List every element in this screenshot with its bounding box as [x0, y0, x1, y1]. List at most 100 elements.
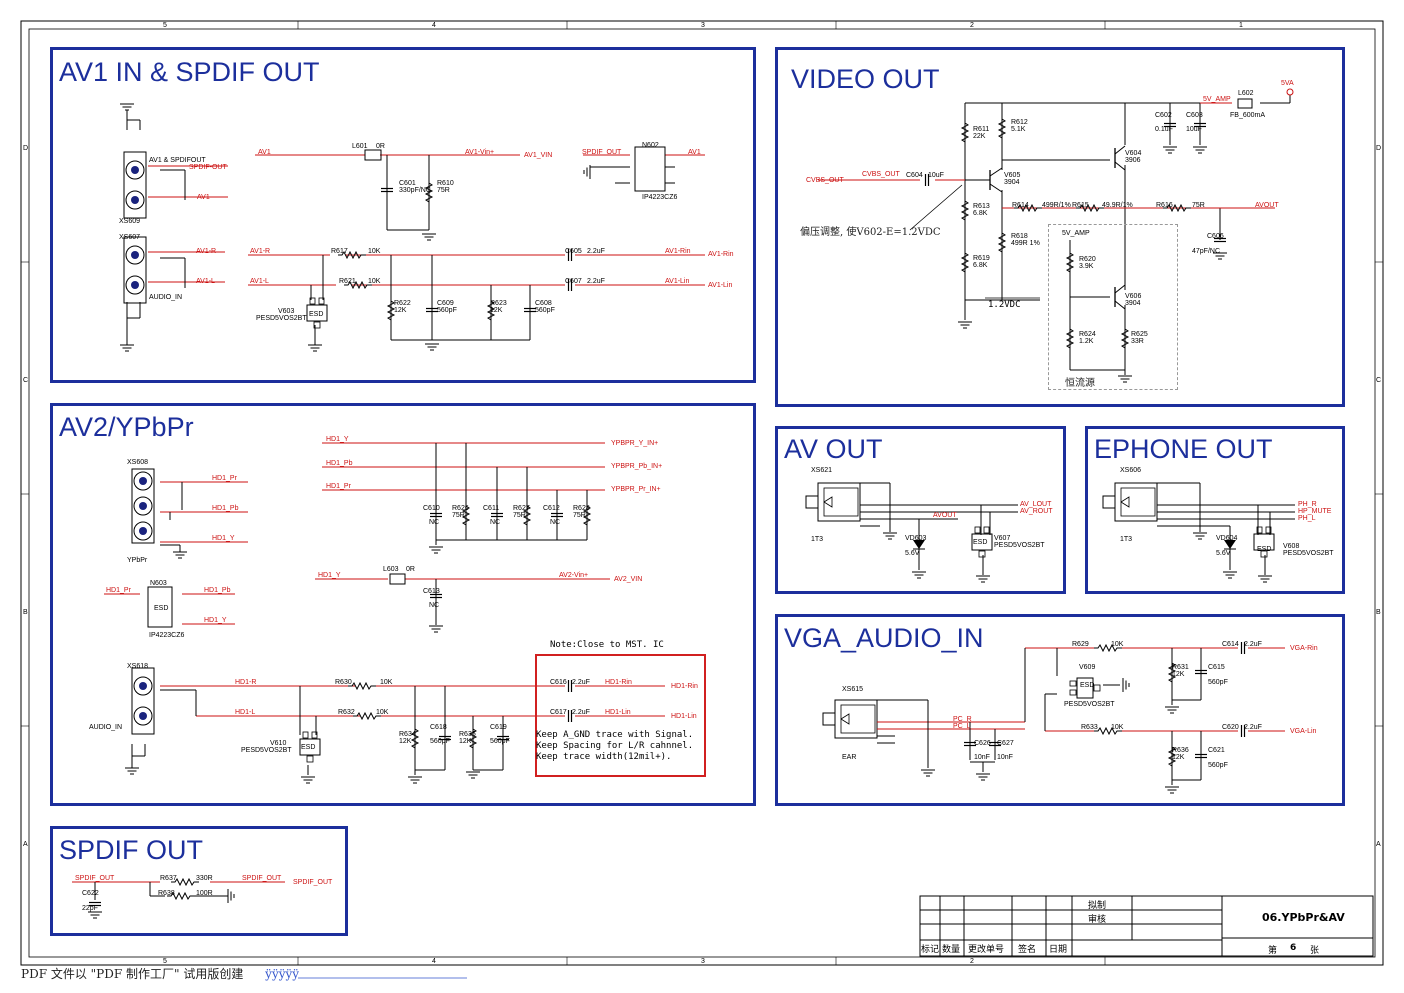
value-c610: NC [429, 519, 440, 526]
ref-c610: C610 [423, 505, 440, 512]
value-c617: 2.2uF [572, 709, 590, 716]
net-avout-video: AVOUT [1255, 202, 1279, 209]
ref-c611: C611 [483, 505, 500, 512]
net-av1-r-conn: AV1-R [196, 248, 217, 255]
value-r611: 22K [973, 133, 986, 140]
ref-c619: C619 [490, 724, 507, 731]
panel-av2-ypbpr [50, 403, 756, 806]
ref-c607: C607 [565, 278, 582, 285]
note-bias-adjust: 偏压调整, 使V602-E=1.2VDC [800, 227, 941, 238]
port-ypbpr-pb-in[interactable]: YPBPR_Pb_IN+ [611, 463, 663, 470]
ref-r631: R631 [1172, 664, 1189, 671]
zone-top-5: 5 [163, 22, 167, 29]
panel-title-vga: VGA_AUDIO_IN [784, 623, 984, 653]
ref-c603: C603 [1186, 112, 1203, 119]
value-r612: 5.1K [1011, 126, 1026, 133]
ref-l602: L602 [1238, 90, 1254, 97]
ref-xs609: XS609 [119, 218, 141, 225]
port-ypbpr-pr-in[interactable]: YPBPR_Pr_IN+ [611, 486, 661, 493]
panel-title-av1: AV1 IN & SPDIF OUT [59, 57, 320, 87]
value-c612: NC [550, 519, 561, 526]
value-r630: 10K [380, 679, 393, 686]
zone-top-3: 3 [701, 22, 705, 29]
ref-r626: R626 [452, 505, 469, 512]
ref-v604: V604 [1125, 150, 1142, 157]
port-av2-vin[interactable]: AV2_VIN [614, 576, 643, 583]
value-l602: FB_600mA [1230, 112, 1266, 119]
port-av1-rin[interactable]: AV1-Rin [708, 251, 734, 258]
value-r615: 49.9R/1% [1102, 202, 1133, 209]
label-esd-v608: ESD [1257, 546, 1272, 553]
value-v608: PESD5VOS2BT [1283, 550, 1334, 557]
value-c616: 2.2uF [572, 679, 590, 686]
net-spdif-out-n602: SPDIF_OUT [582, 149, 622, 156]
pdf-footer-link[interactable]: ÿÿÿÿÿ [265, 967, 300, 981]
net-hd1-y-top: HD1_Y [326, 436, 349, 443]
value-c603: 10uF [1186, 126, 1202, 133]
port-av-rout[interactable]: AV_ROUT [1020, 508, 1053, 515]
ref-xs607: XS607 [119, 234, 141, 241]
port-ph-r[interactable]: PH_R [1298, 501, 1317, 508]
value-v609: PESD5VOS2BT [1064, 701, 1115, 708]
value-vd604: 5.6V [1216, 550, 1231, 557]
ref-c613: C613 [423, 588, 440, 595]
net-av2-vin-plus: AV2-Vin+ [559, 572, 589, 579]
value-c618: 560pF [430, 738, 450, 745]
ref-r612: R612 [1011, 119, 1028, 126]
value-c609: 560pF [437, 307, 457, 314]
port-ypbpr-y-in[interactable]: YPBPR_Y_IN+ [611, 440, 659, 447]
port-ph-l[interactable]: PH_L [1298, 515, 1316, 522]
ref-r628: R628 [573, 505, 590, 512]
value-r621: 10K [368, 278, 381, 285]
value-c619: 560pF [490, 738, 510, 745]
value-r634: 12K [399, 738, 412, 745]
value-r613: 6.8K [973, 210, 988, 217]
value-c611: NC [490, 519, 501, 526]
port-av1-lin[interactable]: AV1-Lin [708, 282, 733, 289]
net-av1-n602: AV1 [688, 149, 701, 156]
label-constant-current-source: 恒流源 [1065, 378, 1095, 389]
port-vga-lin[interactable]: VGA-Lin [1290, 728, 1317, 735]
net-hd1-pb-conn: HD1_Pb [212, 505, 239, 512]
value-n602: IP4223CZ6 [642, 194, 678, 201]
value-v606: 3904 [1125, 300, 1141, 307]
port-spdif-out[interactable]: SPDIF_OUT [293, 879, 333, 886]
ref-v603: V603 [278, 308, 295, 315]
ref-r630: R630 [335, 679, 352, 686]
ref-n603: N603 [150, 580, 167, 587]
ref-xs618: XS618 [127, 663, 149, 670]
net-spdif-out-av1: SPDIF-OUT [189, 164, 227, 171]
power-5va: 5VA [1281, 80, 1294, 87]
label-1t3-avout: 1T3 [811, 536, 824, 543]
ref-vd603: VD603 [905, 535, 927, 542]
port-vga-rin[interactable]: VGA-Rin [1290, 645, 1318, 652]
port-av1-vin[interactable]: AV1_VIN [524, 152, 553, 159]
panel-spdif-out [50, 826, 348, 936]
ref-v606: V606 [1125, 293, 1142, 300]
ref-l603: L603 [383, 566, 399, 573]
port-hd1-lin[interactable]: HD1-Lin [671, 713, 697, 720]
label-audio-in-av2: AUDIO_IN [89, 724, 123, 731]
title-block-drawn: 拟制 [1088, 901, 1107, 911]
ref-v610: V610 [270, 740, 287, 747]
label-5v-amp-ccs: 5V_AMP [1062, 230, 1090, 237]
net-av1-left: AV1 [258, 149, 271, 156]
port-av-lout[interactable]: AV_LOUT [1020, 501, 1052, 508]
label-ypbpr: YPbPr [127, 557, 148, 564]
port-cvbs-out[interactable]: CVBS_OUT [806, 177, 844, 184]
port-hd1-rin[interactable]: HD1-Rin [671, 683, 698, 690]
ref-r615: R615 [1072, 202, 1089, 209]
value-r628: 75R [573, 512, 586, 519]
ref-c609: C609 [437, 300, 454, 307]
value-n603: IP4223CZ6 [149, 632, 185, 639]
value-v605: 3904 [1004, 179, 1020, 186]
panel-video-out [775, 47, 1345, 407]
value-r616: 75R [1192, 202, 1205, 209]
net-hd1-pr-top: HD1_Pr [326, 483, 351, 490]
value-c601: 330pF/NC [399, 187, 431, 194]
net-hd1-pr-conn: HD1_Pr [212, 475, 237, 482]
value-r635: 12K [459, 738, 472, 745]
ref-c614: C614 [1222, 641, 1239, 648]
ref-r611: R611 [973, 126, 990, 133]
port-hp-mute[interactable]: HP_MUTE [1298, 508, 1332, 515]
